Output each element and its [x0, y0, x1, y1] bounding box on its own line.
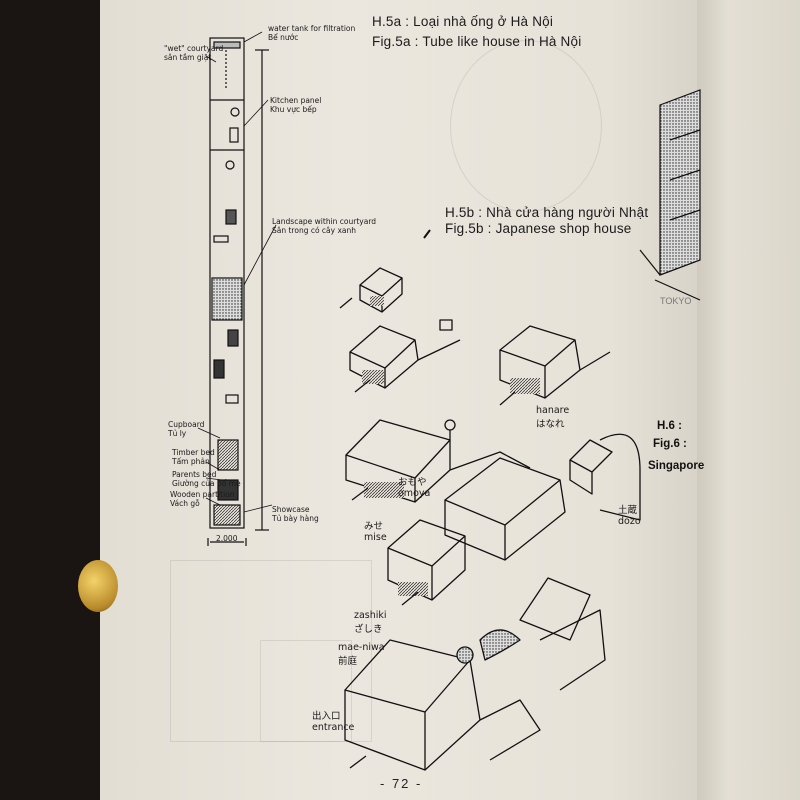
- facing-page-edge: [697, 0, 800, 800]
- tube-house-plan: [197, 31, 277, 546]
- fig6-singapore: Singapore: [648, 460, 705, 472]
- bleed-through-plan: [170, 560, 372, 742]
- caption-5a-vi: H.5a : Loại nhà ống ở Hà Nội: [372, 14, 554, 29]
- coin-object: [78, 560, 118, 612]
- fig6-tokyo: TOKYO: [660, 296, 692, 306]
- fig6-label-en: Fig.6 :: [653, 438, 687, 450]
- page-number: - 72 -: [380, 776, 423, 791]
- caption-5b-vi: H.5b : Nhà cửa hàng người Nhật: [445, 205, 649, 220]
- figure-6-fragment: [639, 89, 701, 301]
- bleed-through-plan-2: [260, 640, 352, 742]
- japanese-shop-house-sketches: [339, 229, 641, 771]
- label-dimension: 2.000: [216, 534, 238, 543]
- caption-5b-en: Fig.5b : Japanese shop house: [445, 221, 632, 236]
- bleed-through-circle: [450, 40, 602, 212]
- caption-5a-en: Fig.5a : Tube like house in Hà Nội: [372, 34, 582, 49]
- fig6-label-vi: H.6 :: [657, 420, 682, 432]
